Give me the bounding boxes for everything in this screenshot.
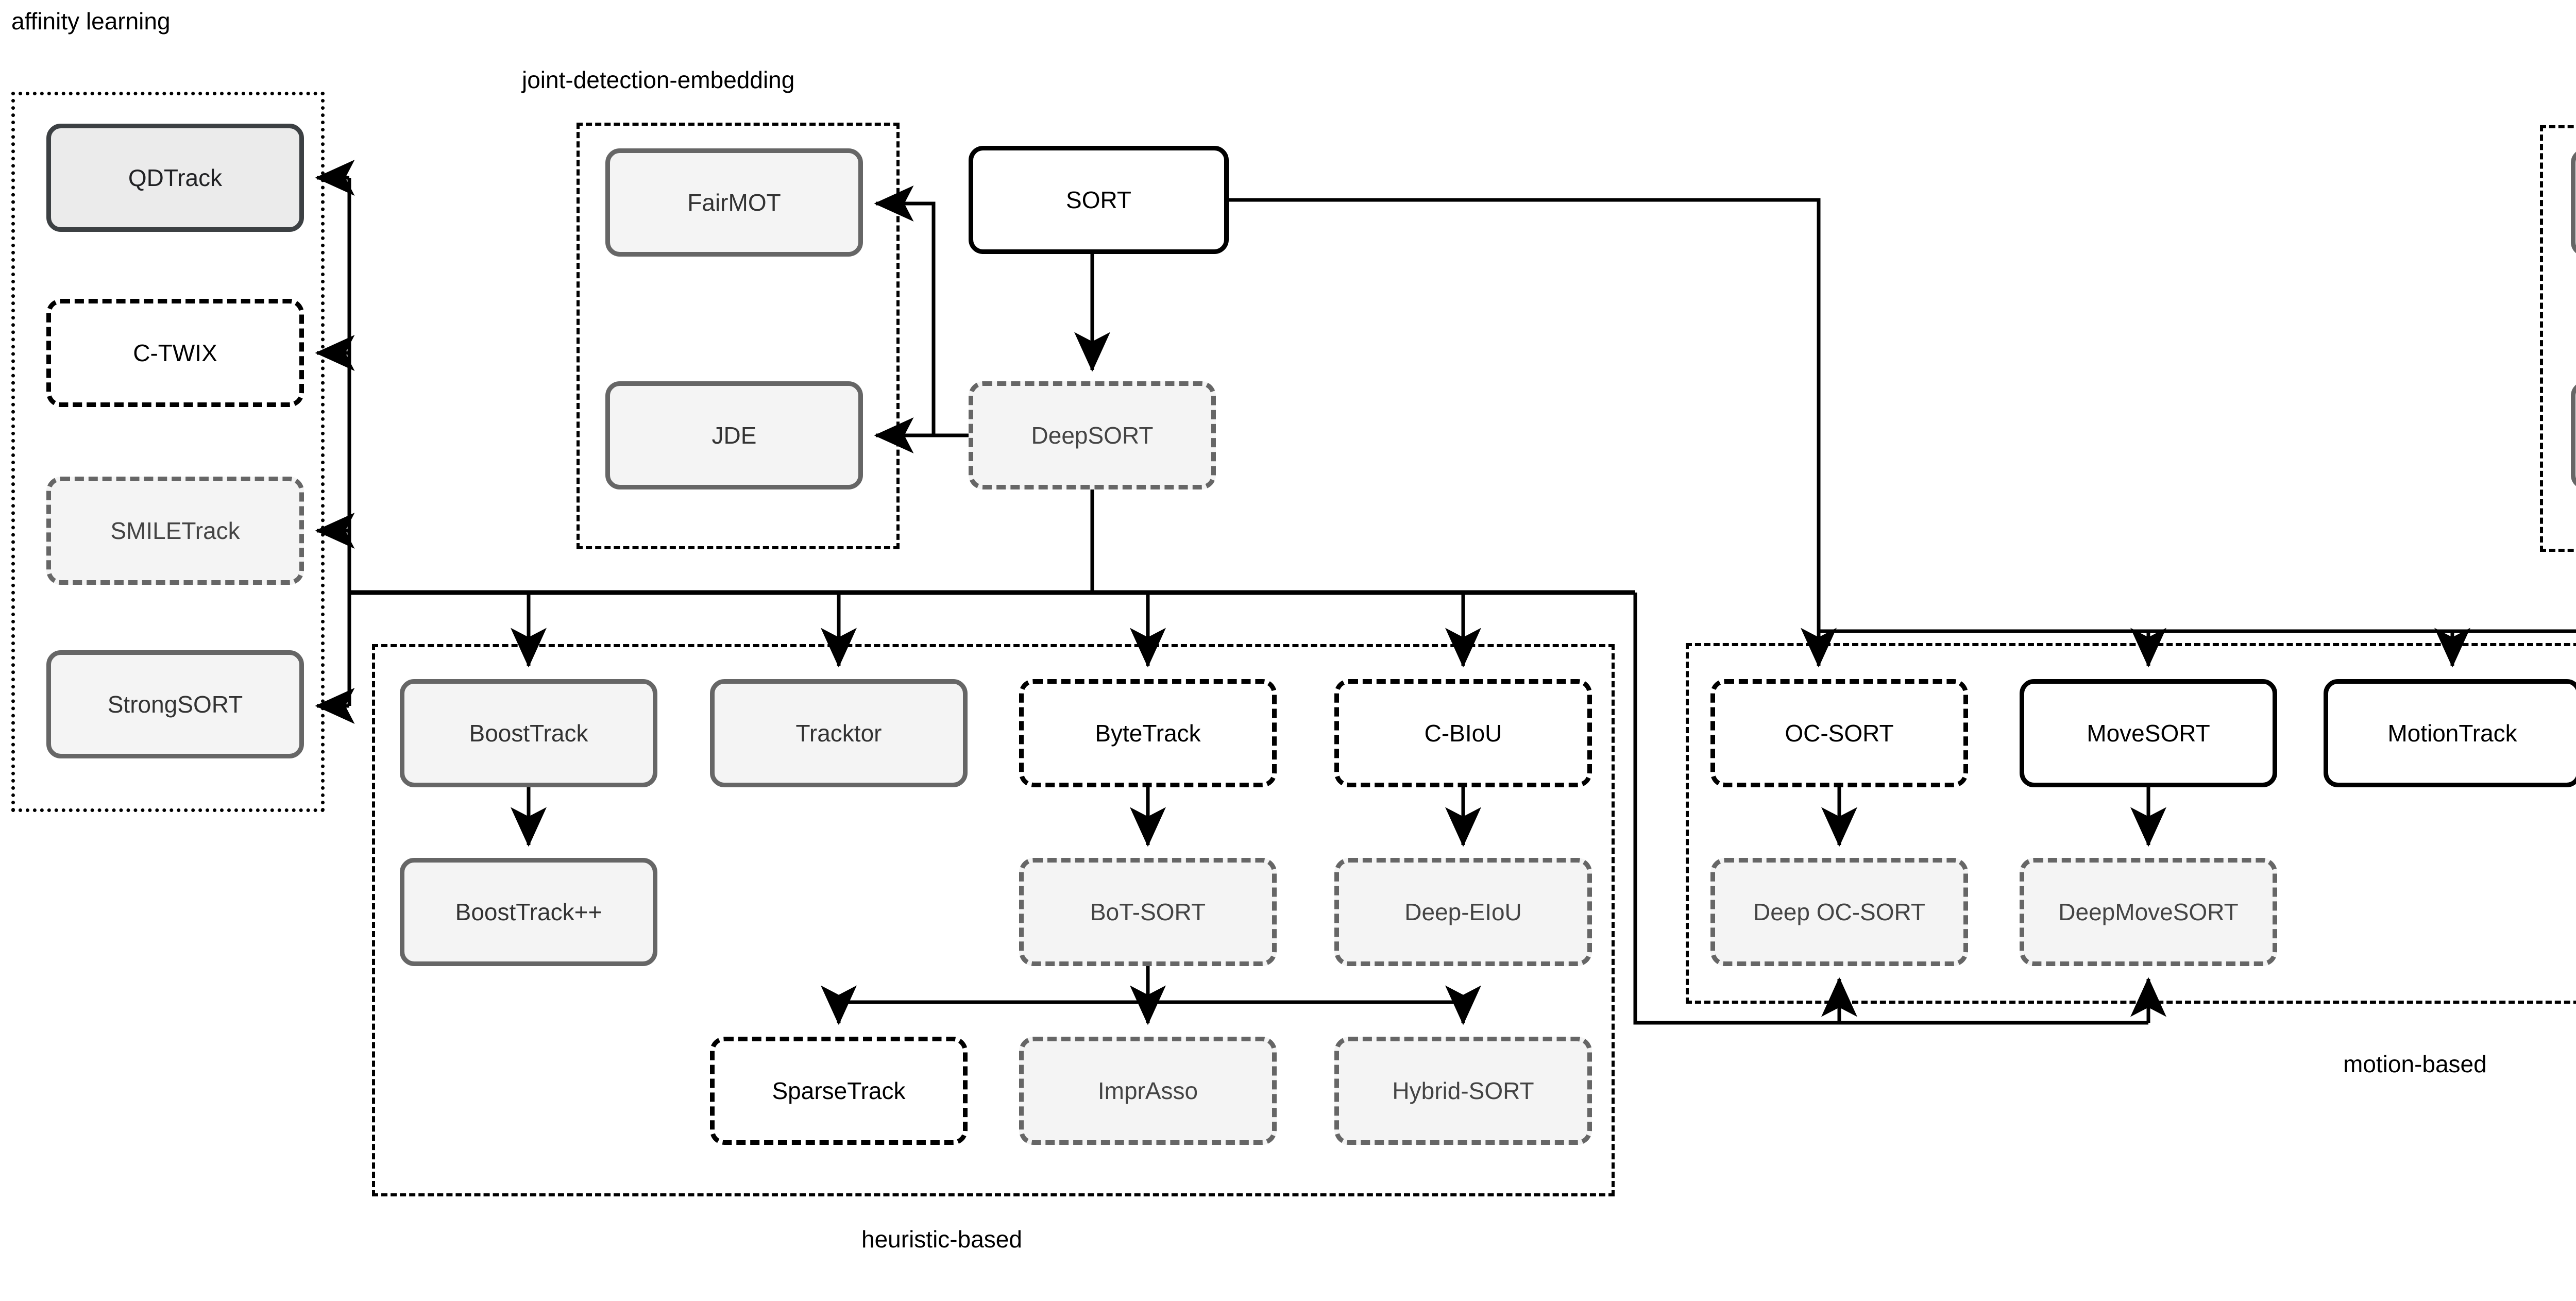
node-strongsort[interactable]: StrongSORT [46,650,304,758]
node-boosttrackpp[interactable]: BoostTrack++ [400,858,657,966]
group-label-joint-detection-embedding: joint-detection-embedding [522,66,795,93]
node-boosttrack[interactable]: BoostTrack [400,679,657,787]
node-imprasso[interactable]: ImprAsso [1019,1037,1277,1145]
group-label-motion-based: motion-based [2343,1051,2487,1077]
node-oc-sort[interactable]: OC-SORT [1710,679,1968,787]
group-heuristic-based [372,644,1615,1196]
node-bot-sort[interactable]: BoT-SORT [1019,858,1277,966]
group-motion-based [1686,643,2576,1004]
node-mpntrack[interactable]: MPNTrack [2571,148,2576,257]
node-sort[interactable]: SORT [969,146,1229,254]
node-bytetrack[interactable]: ByteTrack [1019,679,1277,787]
wire-deepsort-fairmot [874,185,936,435]
node-tracktor[interactable]: Tracktor [710,679,968,787]
wire-sort-motionbus [1229,198,1837,668]
group-affinity-learning [11,92,325,812]
node-smiletrack[interactable]: SMILETrack [46,477,304,585]
wire-reid-feedback [1633,593,2148,1025]
group-label-heuristic-based: heuristic-based [861,1226,1022,1253]
node-hybrid-sort[interactable]: Hybrid-SORT [1334,1037,1592,1145]
node-deep-oc-sort[interactable]: Deep OC-SORT [1710,858,1968,966]
node-deepsort[interactable]: DeepSORT [969,381,1216,489]
node-sparsetrack[interactable]: SparseTrack [710,1037,968,1145]
group-offline-tracking-by-detection [2540,125,2576,552]
node-c-twix[interactable]: C-TWIX [46,299,304,407]
node-jde[interactable]: JDE [605,381,863,489]
node-motiontrack[interactable]: MotionTrack [2324,679,2576,787]
node-fairmot[interactable]: FairMOT [605,148,863,257]
node-deep-eiou[interactable]: Deep-EIoU [1334,858,1592,966]
node-sushi[interactable]: SUSHI [2571,381,2576,489]
node-deepmovesort[interactable]: DeepMoveSORT [2020,858,2277,966]
node-c-biou[interactable]: C-BIoU [1334,679,1592,787]
group-label-affinity-learning: affinity learning [11,8,171,35]
group-joint-detection-embedding [577,123,900,549]
node-movesort[interactable]: MoveSORT [2020,679,2277,787]
node-qdtrack[interactable]: QDTrack [46,124,304,232]
